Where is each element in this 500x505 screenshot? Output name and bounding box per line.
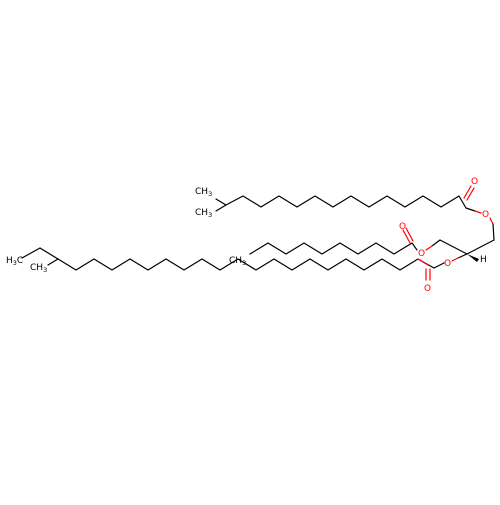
bond [431, 239, 441, 247]
middle-acyl-chain [249, 227, 418, 255]
bond [39, 247, 59, 260]
bond [492, 223, 495, 241]
bond [417, 258, 429, 266]
bond [215, 198, 227, 206]
oxygen-label: O [424, 284, 431, 294]
oxygen-label: O [471, 177, 478, 187]
oxygen-label: O [418, 249, 425, 259]
methyl-label: CH3 [30, 263, 47, 274]
bond [463, 185, 472, 199]
glycerol-backbone [425, 217, 495, 262]
bond [47, 258, 59, 266]
bond [439, 239, 468, 255]
bond [457, 253, 468, 259]
oxygen-label: O [399, 222, 406, 232]
bond [466, 187, 475, 201]
hydrogen-label: H [480, 255, 487, 265]
bond [489, 217, 494, 225]
bond [215, 204, 227, 212]
bottom-acyl-chain [21, 247, 445, 281]
middle-chain-backbone [249, 242, 418, 255]
bond [425, 245, 433, 251]
bond [466, 239, 495, 255]
oxygen-label: O [482, 210, 489, 220]
bottom-chain-backbone [57, 258, 435, 271]
stereo-wedge [467, 254, 479, 262]
methyl-label: CH3 [229, 256, 246, 267]
bond [465, 207, 476, 212]
bond [402, 229, 411, 244]
methyl-label: H3C [6, 256, 23, 267]
methyl-label: CH3 [195, 208, 212, 219]
bond [21, 247, 41, 259]
bond [405, 227, 414, 242]
bond [451, 257, 459, 262]
bond [474, 210, 482, 214]
oxygen-label: O [444, 259, 451, 269]
top-acyl-chain [215, 185, 482, 214]
top-chain-backbone [225, 195, 467, 209]
methyl-label: CH3 [195, 187, 212, 198]
bond [433, 262, 445, 269]
